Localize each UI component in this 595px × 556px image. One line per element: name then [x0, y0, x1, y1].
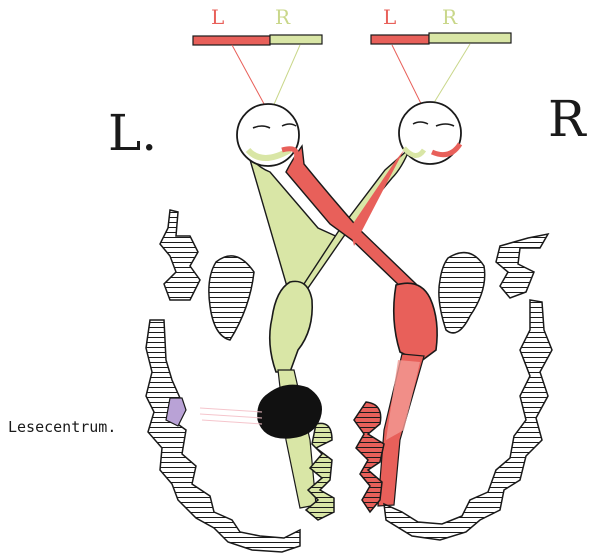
lesecentrum-label: Lesecentrum. — [8, 418, 116, 436]
lesecentrum-marker — [166, 398, 186, 426]
right-eye-visual-field: L R — [371, 5, 511, 44]
left-eye-field-label-l: L — [211, 5, 224, 29]
left-eye-field-left-half — [193, 36, 270, 45]
right-eye-field-right-half — [429, 33, 511, 43]
left-eye — [237, 104, 299, 166]
lesecentrum-connector — [200, 408, 262, 424]
right-eye — [399, 102, 461, 164]
left-eye-visual-field: L R — [193, 5, 322, 45]
left-eye-field-right-half — [270, 35, 322, 44]
left-eye-field-label-r: R — [275, 5, 291, 29]
right-eye-field-label-r: R — [442, 5, 458, 29]
left-side-label: L. — [108, 104, 157, 162]
right-eye-field-label-l: L — [383, 5, 396, 29]
right-eye-field-left-half — [371, 35, 429, 44]
right-side-label: R — [548, 90, 587, 148]
cortical-lesion — [258, 385, 322, 438]
